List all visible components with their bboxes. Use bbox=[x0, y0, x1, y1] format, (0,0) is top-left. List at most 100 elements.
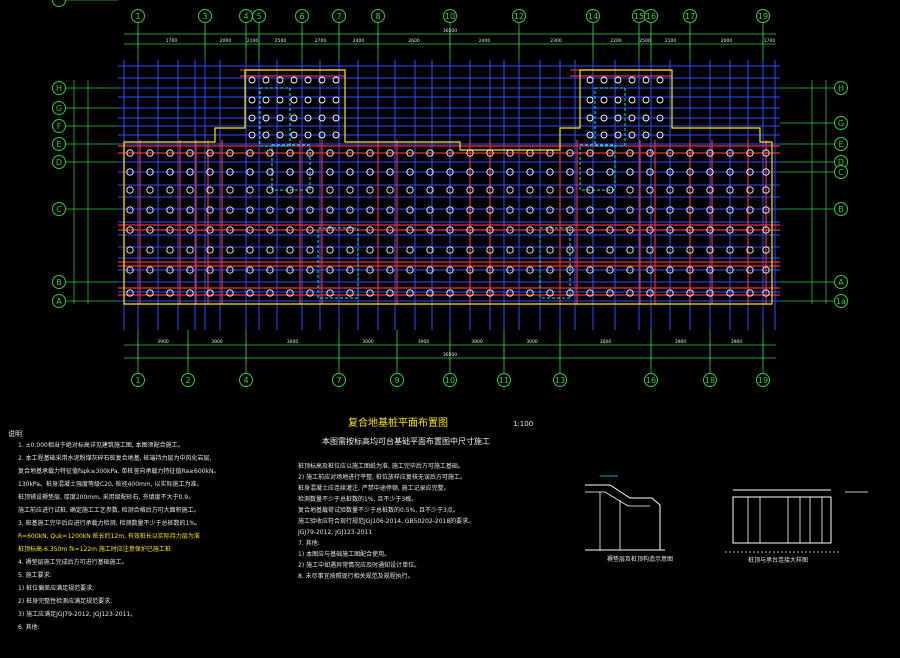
pile bbox=[646, 226, 654, 234]
axis-top-14-circle bbox=[586, 9, 600, 23]
axis-left-G-circle bbox=[52, 101, 66, 115]
axis-top-16-circle bbox=[644, 9, 658, 23]
pile bbox=[642, 96, 650, 104]
shaft-outline bbox=[271, 144, 311, 191]
detail-left bbox=[585, 475, 665, 551]
pile bbox=[346, 289, 354, 297]
axis-top-12-circle bbox=[512, 9, 526, 23]
notes-left-line: 130kPa。桩身混凝土强度等级C20, 桩径400mm, 以实际施工为准。 bbox=[18, 481, 203, 488]
axis-left-A-circle bbox=[52, 294, 66, 308]
pile bbox=[466, 226, 474, 234]
pile bbox=[286, 149, 294, 157]
pile bbox=[726, 226, 734, 234]
dim-text-top: 2100 bbox=[665, 38, 677, 44]
axis-top-6-label: 6 bbox=[299, 12, 304, 21]
pile bbox=[586, 226, 594, 234]
pile bbox=[646, 168, 654, 176]
pile bbox=[666, 266, 674, 274]
pile bbox=[526, 246, 534, 254]
pile bbox=[248, 76, 256, 84]
pile bbox=[262, 114, 270, 122]
pile bbox=[366, 186, 374, 194]
pile bbox=[266, 186, 274, 194]
pile bbox=[606, 149, 614, 157]
pile bbox=[486, 246, 494, 254]
pile bbox=[666, 206, 674, 214]
pile bbox=[186, 186, 194, 194]
axis-bottom-11-label: 11 bbox=[499, 376, 509, 385]
pile bbox=[762, 168, 770, 176]
pile bbox=[606, 246, 614, 254]
pile bbox=[306, 226, 314, 234]
dim-text-top-total: 36500 bbox=[443, 28, 457, 34]
pile bbox=[426, 289, 434, 297]
pile bbox=[246, 206, 254, 214]
axis-top-4-label: 4 bbox=[243, 12, 248, 21]
dim-text-top: 2700 bbox=[315, 38, 327, 44]
axis-top-19-circle bbox=[756, 9, 770, 23]
pile bbox=[266, 289, 274, 297]
pile bbox=[606, 206, 614, 214]
dim-text-top: 2000 bbox=[721, 38, 733, 44]
pile bbox=[666, 246, 674, 254]
pile bbox=[306, 168, 314, 176]
dim-text-bottom: 3000 bbox=[287, 339, 299, 345]
pile bbox=[286, 186, 294, 194]
pile bbox=[206, 186, 214, 194]
pile bbox=[386, 266, 394, 274]
pile bbox=[746, 266, 754, 274]
axis-top-5-circle bbox=[252, 9, 266, 23]
pile bbox=[526, 206, 534, 214]
pile bbox=[206, 246, 214, 254]
pile bbox=[262, 131, 270, 139]
pile bbox=[600, 114, 608, 122]
pile bbox=[166, 186, 174, 194]
pile bbox=[406, 168, 414, 176]
axis-bottom-2-circle bbox=[181, 373, 195, 387]
axis-top-7-label: 7 bbox=[336, 12, 341, 21]
axis-left-C-label: C bbox=[56, 205, 62, 214]
pile bbox=[606, 289, 614, 297]
pile bbox=[146, 226, 154, 234]
pile bbox=[346, 206, 354, 214]
pile bbox=[306, 186, 314, 194]
pile bbox=[248, 131, 256, 139]
pile bbox=[762, 226, 770, 234]
pile bbox=[506, 226, 514, 234]
pile bbox=[606, 186, 614, 194]
notes-left-line: 施工前应进行试桩, 确定施工工艺参数, 检测合格后方可大面积施工。 bbox=[18, 507, 200, 514]
pile bbox=[626, 206, 634, 214]
pile bbox=[306, 149, 314, 157]
notes-mid-line: 7. 其他: bbox=[298, 540, 320, 547]
axis-right-B-circle bbox=[834, 202, 848, 216]
pile bbox=[746, 168, 754, 176]
pile bbox=[466, 149, 474, 157]
pile bbox=[626, 289, 634, 297]
axis-left-G-label: G bbox=[56, 104, 62, 113]
pile bbox=[726, 206, 734, 214]
pile bbox=[706, 289, 714, 297]
pile bbox=[126, 226, 134, 234]
axis-left-H-circle bbox=[52, 81, 66, 95]
pile bbox=[566, 149, 574, 157]
notes-mid-line: 8. 未尽事宜按照现行相关规范及规程执行。 bbox=[298, 573, 414, 580]
pile bbox=[166, 149, 174, 157]
pile bbox=[226, 266, 234, 274]
pile bbox=[406, 289, 414, 297]
pile bbox=[166, 289, 174, 297]
dim-text-top: 2400 bbox=[353, 38, 365, 44]
axis-top-10-circle bbox=[443, 9, 457, 23]
axis-right-H-circle bbox=[834, 81, 848, 95]
pile bbox=[656, 96, 664, 104]
pile bbox=[166, 226, 174, 234]
pile bbox=[126, 186, 134, 194]
drawing-scale: 1:100 bbox=[513, 420, 534, 428]
pile bbox=[762, 289, 770, 297]
pile bbox=[386, 168, 394, 176]
axis-right-A-label: A bbox=[838, 278, 844, 287]
axis-bottom-4-circle bbox=[239, 373, 253, 387]
pile bbox=[206, 289, 214, 297]
pile bbox=[326, 289, 334, 297]
pile bbox=[406, 266, 414, 274]
pile bbox=[366, 206, 374, 214]
